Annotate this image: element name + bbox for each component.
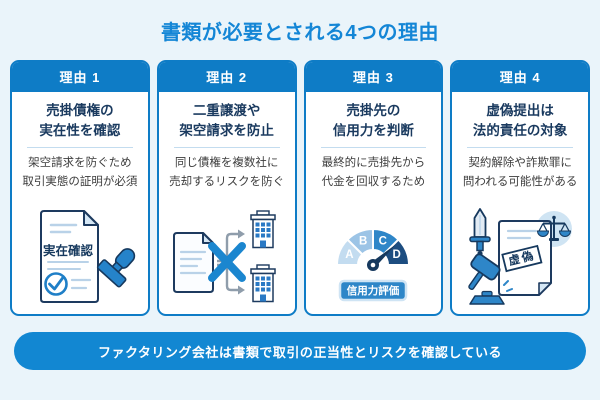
divider	[27, 147, 133, 149]
credit-rating-pill	[339, 279, 408, 302]
reason-2-heading: 二重譲渡や 架空請求を防止	[179, 103, 274, 138]
document-icon	[172, 232, 214, 293]
impact-marks	[503, 280, 514, 292]
divider	[320, 147, 427, 149]
card-reason-2: 理由 2 二重譲渡や 架空請求を防止 同じ債権を複数社に 売却するリスクを防ぐ	[156, 60, 297, 316]
divider	[173, 147, 280, 149]
scales-icon	[537, 215, 572, 241]
gauge-label-c: C	[379, 235, 387, 247]
x-cross-icon	[207, 242, 246, 282]
card-reason-3: 理由 3 売掛先の 信用力を判断 最終的に売掛先から 代金を回収するため A B…	[303, 60, 444, 316]
card-reason-1: 理由 1 売掛債権の 実在性を確認 架空請求を防ぐため 取引実態の証明が必須 実…	[10, 60, 150, 316]
sword-icon	[469, 208, 491, 257]
document-stamp-illustration: 実在確認	[12, 207, 148, 314]
gauge-needle-hub-center	[371, 262, 376, 268]
check-mark-icon	[47, 276, 65, 291]
reason-1-description: 架空請求を防ぐため 取引実態の証明が必須	[22, 157, 138, 189]
gavel-icon	[468, 253, 514, 305]
reason-cards-row: 理由 1 売掛債権の 実在性を確認 架空請求を防ぐため 取引実態の証明が必須 実…	[0, 60, 600, 316]
gauge-label-a: A	[346, 249, 354, 261]
reason-1-heading: 売掛債権の 実在性を確認	[39, 103, 121, 138]
credit-rating-label: 信用力評価	[347, 284, 400, 297]
reason-3-heading: 売掛先の 信用力を判断	[332, 103, 414, 138]
double-assignment-illustration	[159, 207, 295, 314]
gauge-label-b: B	[359, 235, 367, 247]
legal-penalty-icon: 虚偽	[468, 208, 573, 305]
footer-banner: ファクタリング会社は書類で取引の正当性とリスクを確認している	[14, 332, 586, 370]
document-text-lines	[46, 261, 89, 270]
document-text-lines	[49, 223, 78, 234]
document-fold-corner	[82, 210, 99, 226]
document-fold-corner	[201, 232, 214, 244]
existence-check-label: 実在確認	[43, 243, 94, 258]
card-reason-4: 理由 4 虚偽提出は 法的責任の対象 契約解除や詐欺罪に 問われる可能性がある	[450, 60, 590, 316]
reason-4-heading: 虚偽提出は 法的責任の対象	[472, 103, 568, 138]
building-icon-bottom	[249, 264, 276, 303]
page-title: 書類が必要とされる4つの理由	[160, 22, 440, 44]
document-text-lines	[70, 278, 91, 290]
credit-gauge-illustration: A B C D 信用力評価	[306, 207, 442, 314]
reason-4-description: 契約解除や詐欺罪に 問われる可能性がある	[462, 157, 578, 189]
building-icon-top	[249, 210, 276, 249]
document-text-lines	[179, 250, 206, 275]
reason-3-badge: 理由 3	[305, 62, 442, 92]
gauge-label-d: D	[393, 249, 401, 261]
legal-penalty-illustration: 虚偽	[452, 207, 588, 314]
document-crossed-buildings-icon	[172, 210, 276, 303]
document-text-lines	[507, 229, 538, 240]
reason-4-badge: 理由 4	[452, 62, 588, 92]
document-stamp-icon: 実在確認	[39, 210, 136, 303]
document-fold-corner	[538, 282, 552, 296]
reason-1-badge: 理由 1	[12, 62, 148, 92]
false-statement-stamp: 虚偽	[501, 244, 543, 273]
divider	[467, 147, 573, 149]
reason-2-badge: 理由 2	[158, 62, 295, 92]
credit-gauge-icon: A B C D 信用力評価	[336, 228, 411, 302]
stamp-icon	[96, 248, 136, 288]
reason-3-description: 最終的に売掛先から 代金を回収するため	[321, 157, 426, 189]
reason-2-description: 同じ債権を複数社に 売却するリスクを防ぐ	[169, 157, 285, 189]
